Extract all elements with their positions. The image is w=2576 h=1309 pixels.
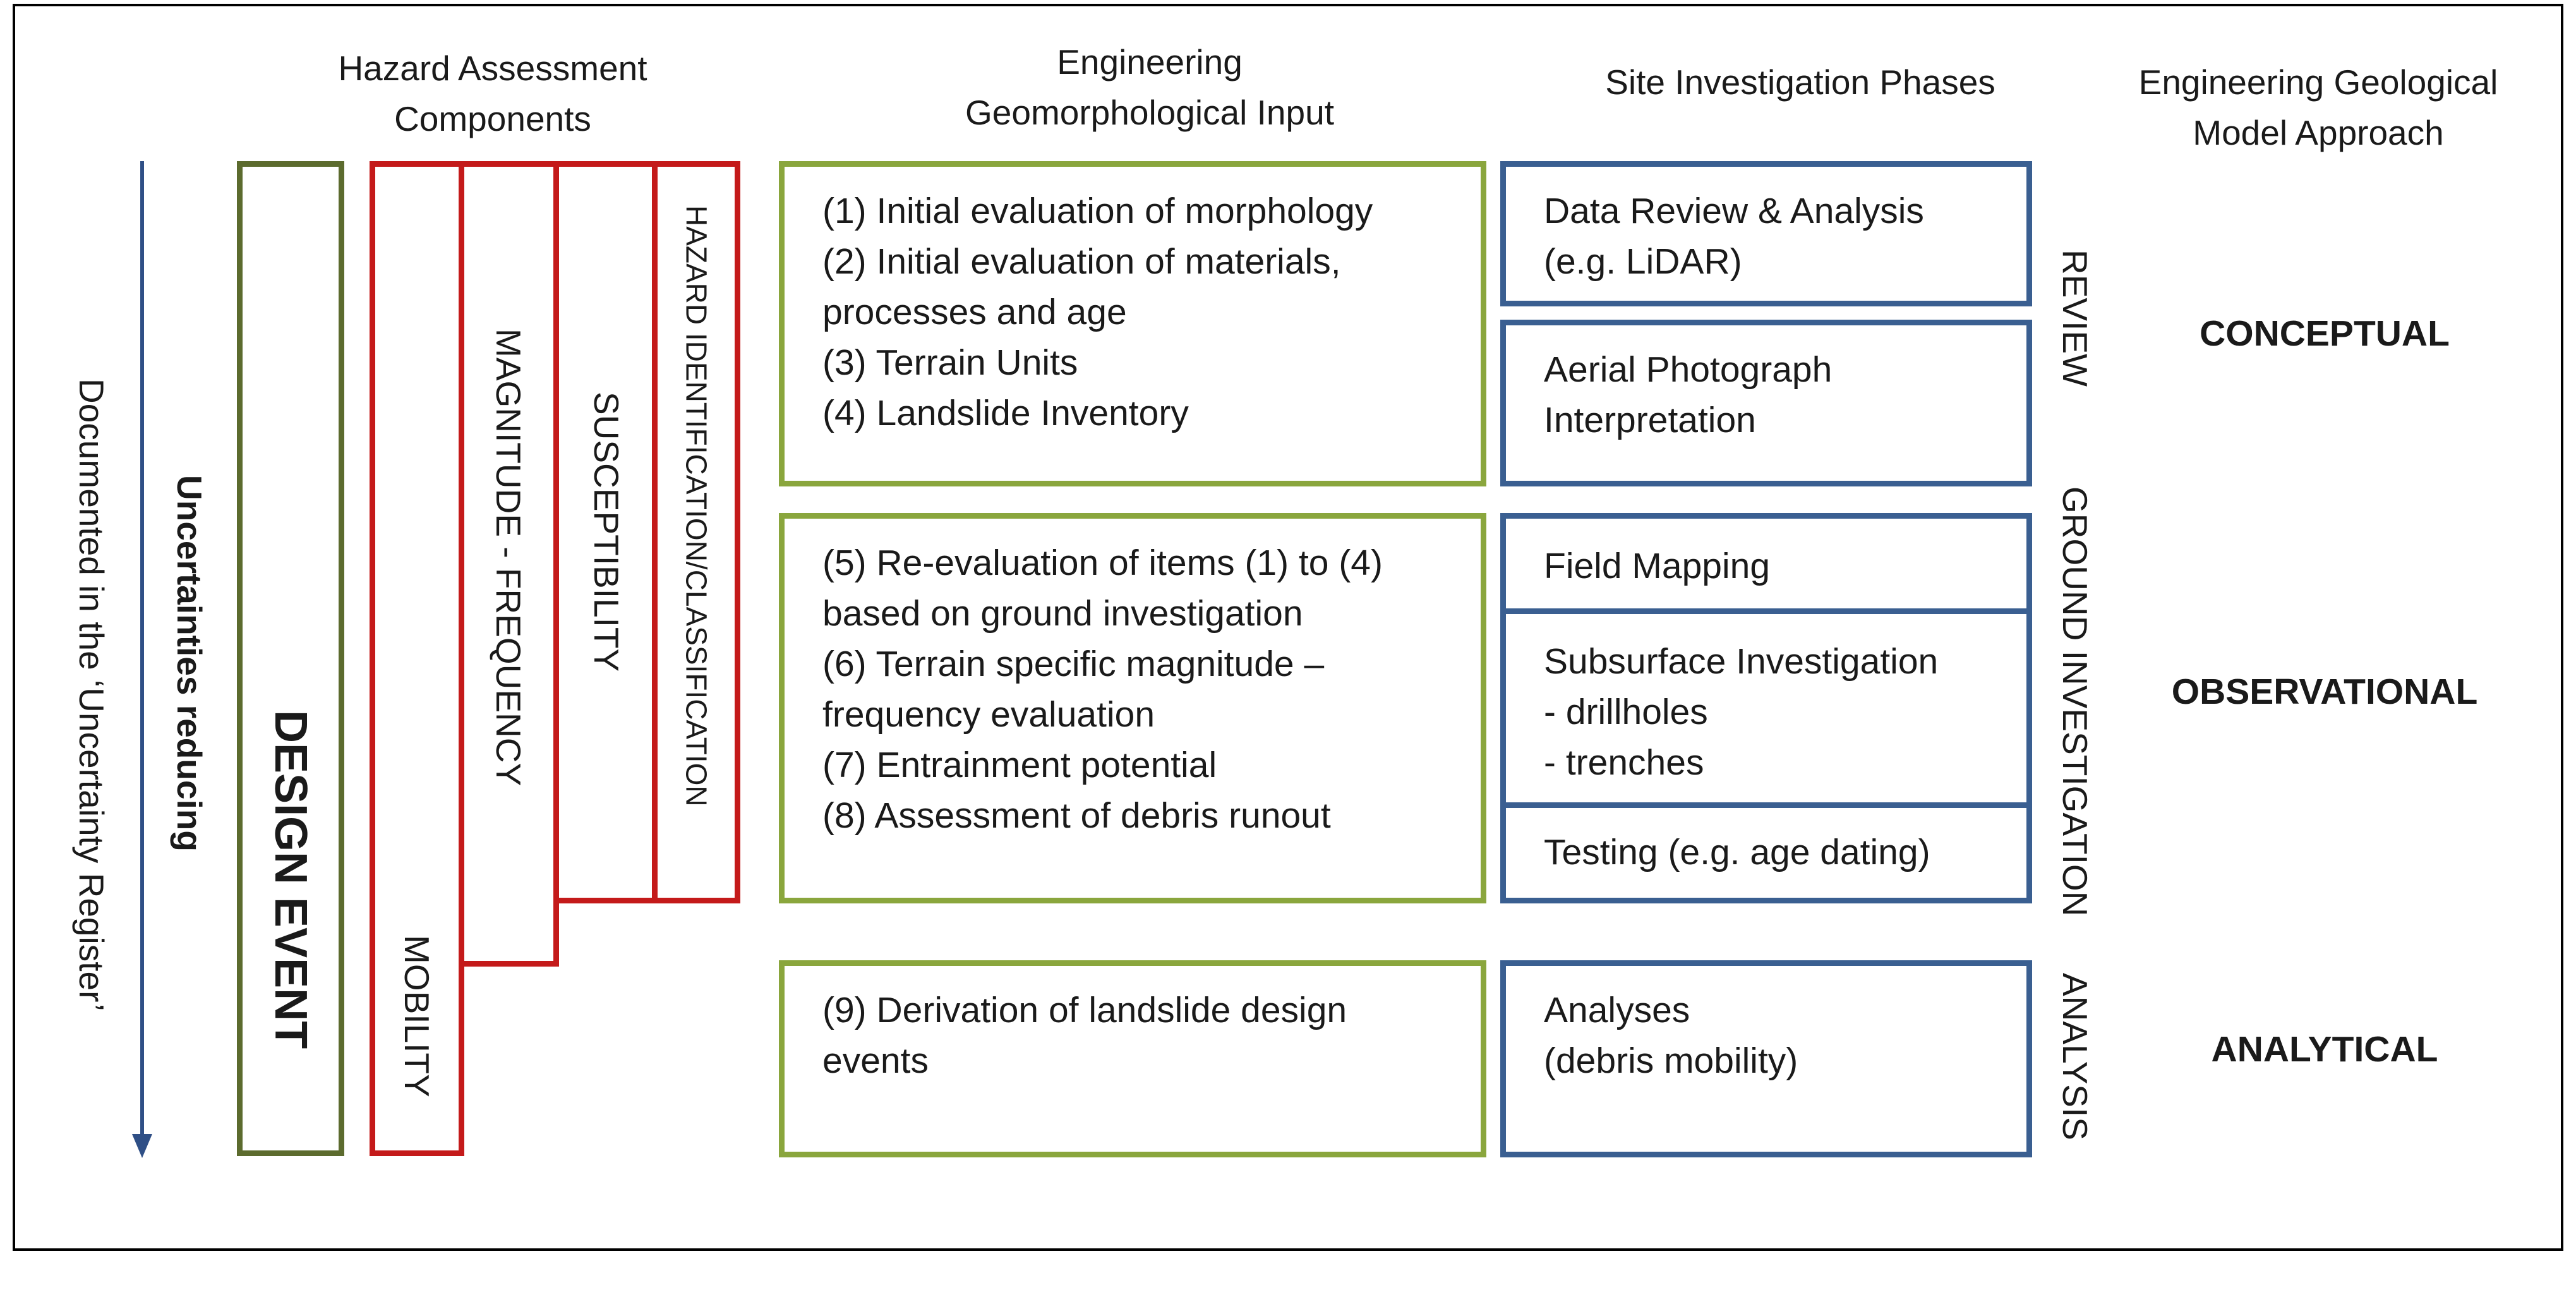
geomorph-box-analysis: (9) Derivation of landslide design event…	[779, 960, 1486, 1157]
model-label-observational: OBSERVATIONAL	[2171, 672, 2478, 712]
susceptibility-label: SUSCEPTIBILITY	[587, 392, 626, 672]
header-geomorph-input: Engineering Geomorphological Input	[965, 42, 1334, 132]
magnitude-frequency-label: MAGNITUDE - FREQUENCY	[489, 329, 528, 787]
phase-box-field-mapping: Field Mapping	[1500, 513, 2032, 614]
magnitude-label-wrap: MAGNITUDE - FREQUENCY	[471, 329, 546, 834]
design-event-label: DESIGN EVENT	[265, 710, 316, 1049]
model-label-analytical: ANALYTICAL	[2211, 1029, 2438, 1070]
phase-label-review-wrap: REVIEW	[2047, 250, 2104, 407]
arrow-caption-uncertainties: Uncertainties reducing	[161, 404, 218, 922]
phase-label-analysis: ANALYSIS	[2055, 973, 2095, 1140]
design-event-box: DESIGN EVENT	[237, 161, 344, 1156]
geomorph-text-review: (1) Initial evaluation of morphology (2)…	[822, 191, 1373, 433]
header-model-approach: Engineering Geological Model Approach	[2138, 63, 2498, 152]
identification-label-wrap: HAZARD IDENTIFICATION/CLASSIFICATION	[660, 205, 733, 869]
hazard-identification-box	[652, 161, 740, 903]
phase-text-subsurface: Subsurface Investigation - drillholes - …	[1544, 641, 1939, 783]
phase-text-analyses: Analyses (debris mobility)	[1544, 990, 1798, 1081]
phase-label-review: REVIEW	[2055, 250, 2095, 387]
documented-text: Documented in the ‘Uncertainty Register’	[72, 378, 111, 1011]
arrow-caption-documented: Documented in the ‘Uncertainty Register’	[63, 291, 120, 1099]
phase-text-testing: Testing (e.g. age dating)	[1544, 832, 1930, 872]
phase-text-field-mapping: Field Mapping	[1544, 546, 1771, 586]
phase-text-data-review: Data Review & Analysis (e.g. LiDAR)	[1544, 191, 1924, 282]
phase-label-analysis-wrap: ANALYSIS	[2047, 973, 2104, 1150]
uncertainty-arrow	[132, 161, 152, 1158]
phase-box-aerial: Aerial Photograph Interpretation	[1500, 320, 2032, 486]
phase-box-analyses: Analyses (debris mobility)	[1500, 960, 2032, 1157]
phase-box-subsurface: Subsurface Investigation - drillholes - …	[1500, 608, 2032, 808]
susceptibility-label-wrap: SUSCEPTIBILITY	[569, 392, 644, 682]
diagram-frame	[13, 4, 2563, 1251]
geomorph-text-ground: (5) Re-evaluation of items (1) to (4) ba…	[822, 543, 1383, 836]
phase-box-testing: Testing (e.g. age dating)	[1500, 802, 2032, 903]
header-hazard-components: Hazard Assessment Components	[338, 49, 647, 138]
geomorph-box-review: (1) Initial evaluation of morphology (2)…	[779, 161, 1486, 486]
uncertainties-text: Uncertainties reducing	[170, 475, 209, 852]
header-site-investigation: Site Investigation Phases	[1605, 63, 1995, 102]
hazard-identification-label: HAZARD IDENTIFICATION/CLASSIFICATION	[680, 205, 713, 807]
phase-box-data-review: Data Review & Analysis (e.g. LiDAR)	[1500, 161, 2032, 306]
phase-label-ground-wrap: GROUND INVESTIGATION	[2047, 486, 2104, 929]
mobility-label: MOBILITY	[397, 935, 436, 1097]
geomorph-box-ground: (5) Re-evaluation of items (1) to (4) ba…	[779, 513, 1486, 903]
geomorph-text-analysis: (9) Derivation of landslide design event…	[822, 990, 1347, 1081]
model-label-conceptual: CONCEPTUAL	[2200, 313, 2450, 354]
mobility-label-wrap: MOBILITY	[379, 935, 455, 1137]
phase-label-ground: GROUND INVESTIGATION	[2055, 486, 2095, 917]
phase-text-aerial: Aerial Photograph Interpretation	[1544, 349, 1833, 440]
